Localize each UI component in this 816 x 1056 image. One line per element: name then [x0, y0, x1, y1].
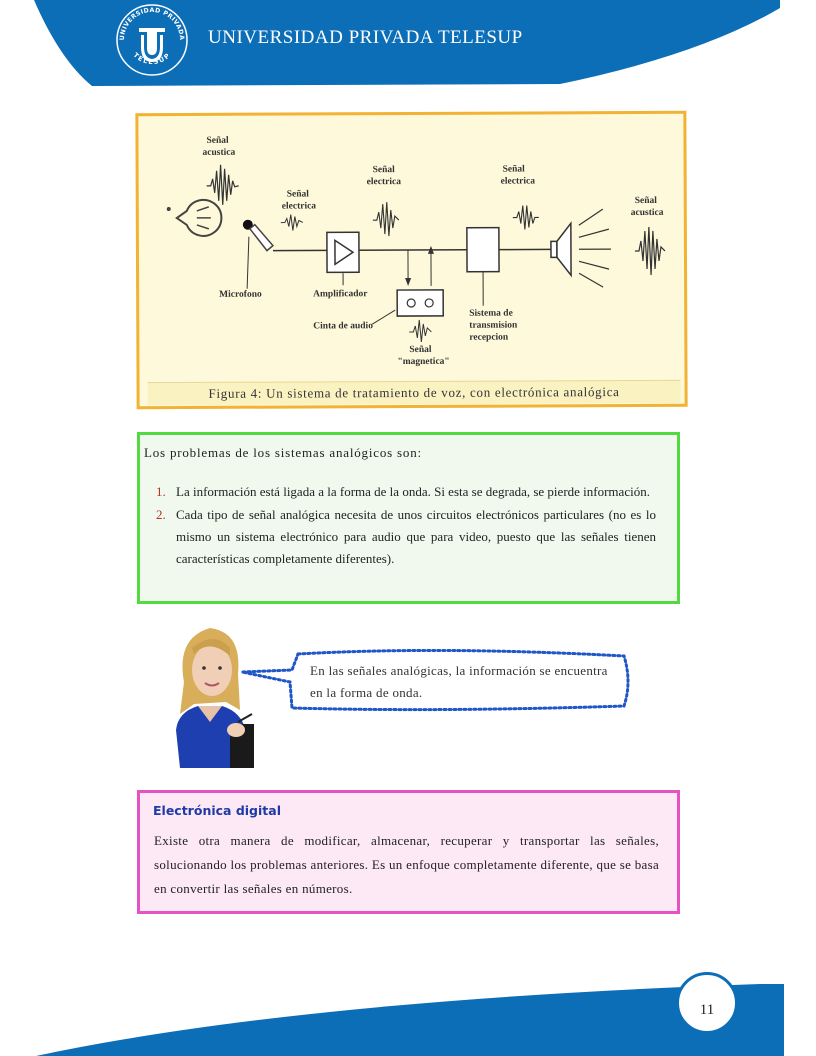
label-electric-1b: electrica	[282, 201, 317, 211]
label-electric-3b: electrica	[501, 176, 536, 186]
list-item-number: 1.	[156, 484, 166, 499]
label-amplifier: Amplificador	[313, 289, 368, 299]
footer-band	[36, 984, 784, 1056]
problems-panel: Los problemas de los sistemas analógicos…	[137, 432, 680, 604]
label-acoustic-in-2: acustica	[203, 148, 236, 158]
university-logo: UNIVERSIDAD PRIVADA TELESUP	[116, 4, 188, 76]
electric-wave-2	[372, 202, 400, 237]
speaker-face-icon	[166, 198, 223, 237]
label-tx-system-3: recepcion	[469, 333, 509, 343]
label-tx-system-2: transmision	[469, 321, 518, 331]
figure-panel: Señal acustica Microfono Señal electrica	[135, 110, 688, 410]
header-band	[34, 0, 780, 86]
student-illustration	[176, 628, 254, 768]
magnetic-wave	[409, 319, 432, 343]
label-electric-2b: electrica	[367, 177, 402, 187]
microphone-icon	[242, 219, 275, 252]
digital-title: Electrónica digital	[153, 803, 281, 818]
label-acoustic-in-1: Señal	[206, 136, 229, 146]
label-microphone: Microfono	[219, 290, 262, 300]
label-acoustic-out-1: Señal	[635, 196, 658, 206]
electric-wave-3	[512, 205, 539, 230]
acoustic-wave-2	[634, 226, 666, 275]
digital-electronics-panel: Electrónica digital Existe otra manera d…	[137, 790, 680, 914]
label-acoustic-out-2: acustica	[631, 208, 664, 218]
list-item-number: 2.	[156, 507, 166, 522]
problems-list: 1. La información está ligada a la forma…	[156, 481, 656, 571]
acoustic-wave-1	[206, 164, 239, 205]
label-magnetic-a: Señal	[409, 345, 432, 355]
label-magnetic-b: "magnetica"	[397, 357, 449, 367]
transmission-block	[466, 226, 500, 273]
digital-text: Existe otra manera de modificar, almacen…	[154, 833, 660, 896]
label-electric-2a: Señal	[373, 165, 396, 175]
amplifier-block	[326, 231, 360, 274]
electric-wave-1	[280, 214, 304, 231]
label-electric-1a: Señal	[287, 189, 310, 199]
list-item: 2. Cada tipo de señal analógica necesita…	[156, 504, 656, 570]
speech-bubble-text: En las señales analógicas, la informació…	[310, 663, 608, 700]
audio-tape-icon	[396, 289, 444, 317]
label-audio-tape: Cinta de audio	[313, 321, 373, 331]
list-item-text: La información está ligada a la forma de…	[176, 484, 650, 499]
page-number-badge: 11	[676, 972, 738, 1034]
label-tx-system-1: Sistema de	[469, 309, 513, 319]
university-name: UNIVERSIDAD PRIVADA TELESUP	[208, 27, 523, 48]
figure-caption: Figura 4: Un sistema de tratamiento de v…	[147, 379, 681, 406]
loudspeaker-icon	[550, 208, 611, 288]
label-electric-3a: Señal	[503, 165, 526, 175]
problems-intro: Los problemas de los sistemas analógicos…	[144, 445, 422, 460]
list-item: 1. La información está ligada a la forma…	[156, 481, 656, 503]
speech-bubble	[241, 648, 630, 712]
list-item-text: Cada tipo de señal analógica necesita de…	[176, 507, 656, 566]
analog-voice-system-diagram: Señal acustica Microfono Señal electrica	[166, 136, 666, 367]
page-number: 11	[699, 1002, 715, 1018]
